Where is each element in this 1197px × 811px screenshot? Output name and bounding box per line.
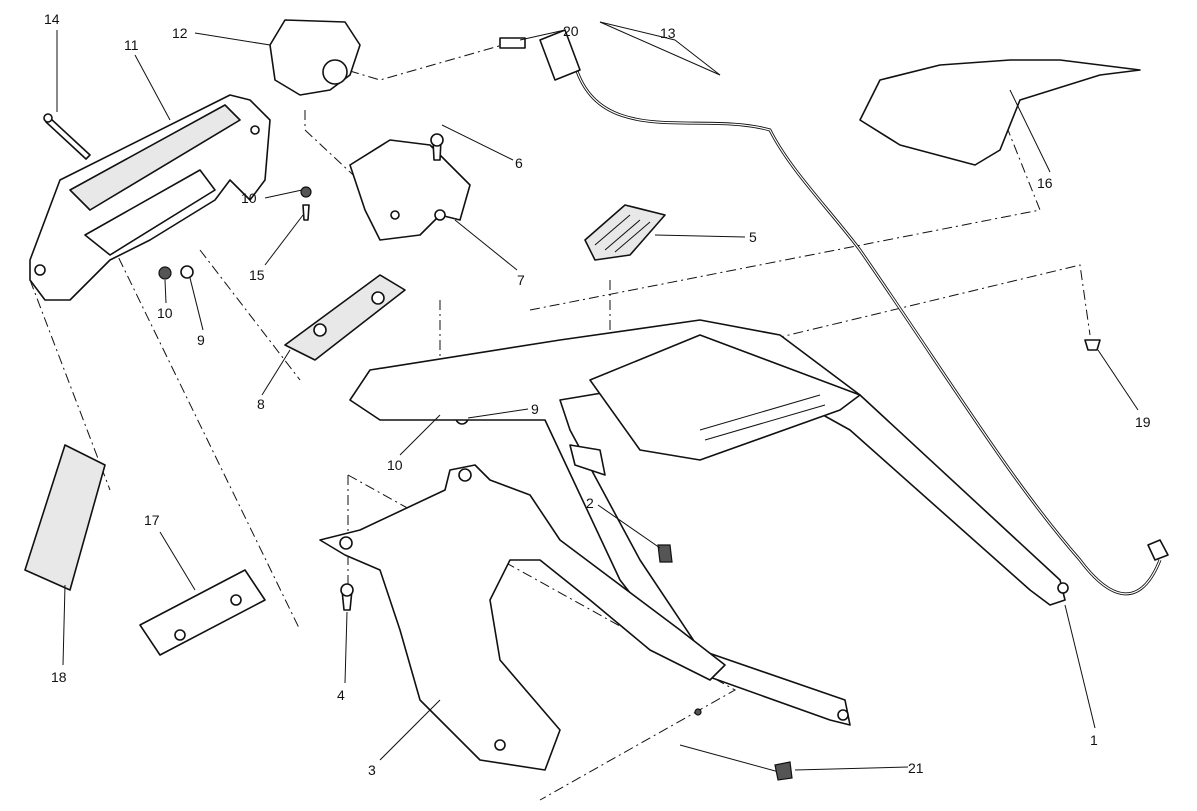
callout-12: 12 [172,25,188,41]
callout-9a: 9 [197,332,205,348]
callout-1: 1 [1090,732,1098,748]
callout-5: 5 [749,229,757,245]
callout-11: 11 [124,37,139,53]
callout-9b: 9 [531,401,539,417]
callout-15: 15 [249,267,265,283]
callout-3: 3 [368,762,376,778]
part-rubber-pad [584,204,666,261]
part-reflectors [24,444,266,656]
part-license-plate-holder [29,94,271,301]
callout-16: 16 [1037,175,1053,191]
part-wiring [499,21,1169,781]
callout-6: 6 [515,155,523,171]
leader-lines [56,21,1139,771]
part-rear-hugger [319,464,726,771]
callout-21: 21 [908,760,924,776]
callout-10a: 10 [241,190,257,206]
part-plate-light [269,19,361,96]
callout-10c: 10 [387,457,403,473]
callout-13: 13 [660,25,676,41]
callout-14: 14 [44,11,60,27]
callout-10b: 10 [157,305,173,321]
part-clip [657,544,673,563]
part-seat-cover [859,59,1141,166]
callout-4: 4 [337,687,345,703]
callout-20: 20 [563,23,579,39]
part-rear-subframe [349,319,1069,726]
callout-2: 2 [586,495,594,511]
callout-labels: 14 11 12 20 13 6 10 15 10 9 7 5 16 8 9 1… [44,11,1151,778]
callout-17: 17 [144,512,160,528]
callout-8: 8 [257,396,265,412]
callout-7: 7 [517,272,525,288]
callout-19: 19 [1135,414,1151,430]
callout-18: 18 [51,669,67,685]
part-reflector-holder [284,274,406,361]
part-bracket [349,133,471,241]
